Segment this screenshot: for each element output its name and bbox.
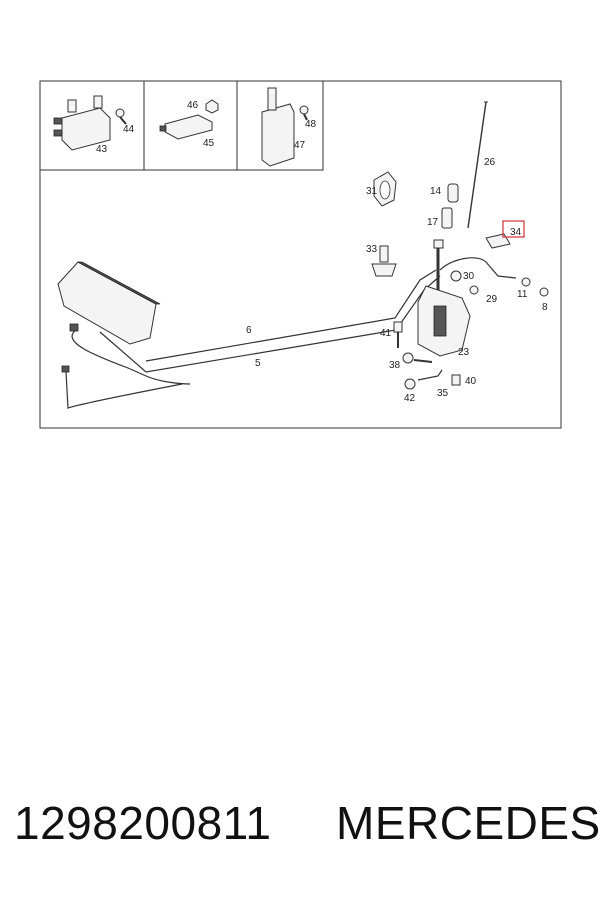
connector-upper-drawing [69,323,79,332]
gear-30-drawing [450,270,462,282]
callout-label-26: 26 [484,157,496,168]
callout-label-41: 41 [380,328,392,339]
nut-33-drawing [371,245,397,277]
seal-31-drawing [373,171,397,207]
callout-label-48: 48 [305,119,317,130]
harness-lower-drawing [65,371,183,409]
callout-label-34: 34 [510,227,522,238]
diagram-frame [39,80,562,429]
callout-label-47: 47 [294,140,306,151]
motor-23-drawing [417,239,471,357]
module-47-drawing [261,87,295,167]
control-unit-45-drawing [159,99,219,140]
harness-drawing [71,329,191,385]
screw-8-drawing [539,287,549,297]
cable-6-drawing [145,269,437,362]
callout-label-5: 5 [255,358,261,369]
callout-label-8: 8 [542,302,548,313]
callout-label-11: 11 [517,289,528,300]
bracket-38-drawing [402,352,433,364]
sleeve-17-drawing [441,207,453,229]
highlight-box-34 [502,220,525,238]
nut-42-drawing [404,378,416,390]
callout-label-40: 40 [465,376,477,387]
screw-48-drawing [299,105,309,121]
callout-label-43: 43 [96,144,108,155]
inset-box-47 [236,80,324,171]
nut-11-drawing [521,277,531,287]
clip-35-drawing [417,369,443,381]
connector-drawing [61,365,70,373]
clip-40-drawing [451,374,461,386]
part-number: 1298200811 [14,797,272,849]
callout-label-35: 35 [437,388,449,399]
callout-label-30: 30 [463,271,475,282]
bolt-41-drawing [393,321,403,348]
screw-44-drawing [115,108,127,125]
callout-label-23: 23 [458,347,470,358]
footer: 1298200811 MERCEDES [0,796,600,866]
callout-label-45: 45 [203,138,215,149]
control-unit-43-drawing [53,95,111,151]
callout-label-6: 6 [246,325,252,336]
callout-label-42: 42 [404,393,416,404]
callout-label-14: 14 [430,186,442,197]
tray-component-drawing [57,261,161,345]
cap-14-drawing [447,183,459,203]
callout-label-29: 29 [486,294,498,305]
part-labels: 43 44 45 46 47 48 26 31 14 17 34 33 30 29 11 8 6 5 41 23 38 4… [96,100,548,404]
antenna-mast-drawing [467,101,487,229]
callout-label-33: 33 [366,244,378,255]
callout-label-44: 44 [123,124,135,135]
callout-label-46: 46 [187,100,199,111]
callout-label-31: 31 [366,186,378,197]
callout-label-38: 38 [389,360,401,371]
brand-name: MERCEDES [336,797,600,849]
callout-label-17: 17 [427,217,439,228]
screw-29-drawing [469,285,479,295]
drain-hose-drawing [439,257,517,279]
